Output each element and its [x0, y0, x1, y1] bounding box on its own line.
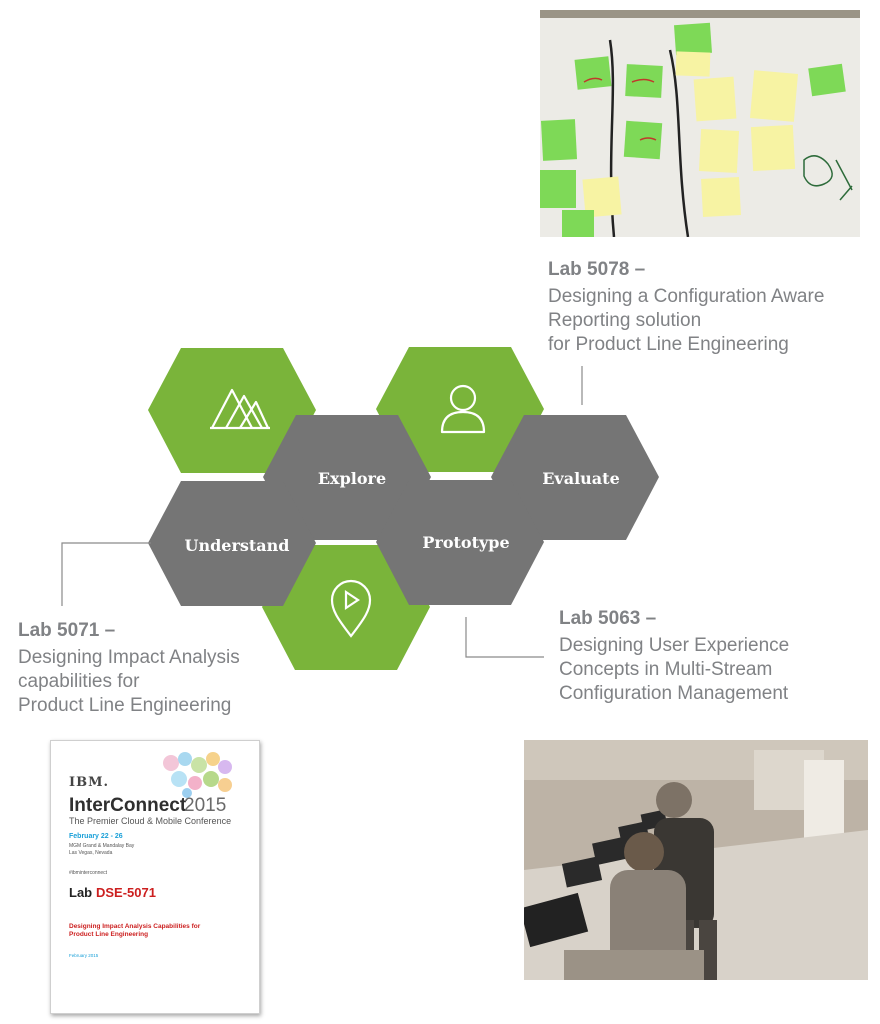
doc-subtitle: The Premier Cloud & Mobile Conference — [69, 816, 232, 826]
lab5063-title: Lab 5063 – — [559, 608, 657, 629]
connector-lab5063 — [465, 617, 544, 658]
conference-logo-graphic — [163, 752, 232, 798]
doc-venue-line1: MGM Grand & Mandalay Bay — [69, 843, 135, 849]
lab5078-description: Designing a Configuration Aware Reportin… — [548, 286, 825, 355]
connector-lab5071 — [61, 542, 151, 606]
hexagon-label-understand: Understand — [185, 536, 290, 555]
hexagon-prototype — [376, 480, 544, 605]
doc-interconnect: InterConnect — [69, 795, 187, 816]
hexagon-evaluate — [491, 415, 659, 540]
hexagon-label-prototype: Prototype — [422, 533, 509, 552]
lab-handout-cover: IBM. InterConnect 2015 The Premier Cloud… — [50, 740, 260, 1014]
hexagon-green-mountains — [148, 348, 316, 473]
doc-date: February 2015 — [69, 953, 99, 958]
doc-lab-code: DSE-5071 — [96, 885, 156, 900]
doc-title-line1: Designing Impact Analysis Capabilities f… — [69, 923, 201, 930]
doc-lab-prefix: Lab — [69, 885, 93, 900]
mountains-icon — [210, 388, 270, 430]
location-pin-icon — [330, 579, 372, 638]
doc-venue-line2: Las Vegas, Nevada — [69, 850, 113, 856]
doc-hashtag: #ibminterconnect — [69, 870, 108, 876]
lab5078-title: Lab 5078 – — [548, 259, 646, 280]
whiteboard-photo — [540, 10, 860, 237]
doc-year: 2015 — [184, 795, 227, 816]
hexagon-understand — [148, 481, 316, 606]
doc-dates: February 22 - 26 — [69, 833, 123, 840]
lab5071-title: Lab 5071 – — [18, 620, 116, 641]
person-icon — [440, 384, 486, 434]
doc-ibm-logo: IBM. — [69, 775, 109, 790]
lab5071-description: Designing Impact Analysis capabilities f… — [18, 647, 240, 716]
hexagon-label-evaluate: Evaluate — [542, 469, 620, 488]
lab5063-description: Designing User Experience Concepts in Mu… — [559, 635, 790, 704]
hexagon-label-explore: Explore — [318, 469, 386, 488]
hexagon-explore — [263, 415, 431, 540]
workshop-photo — [524, 740, 868, 980]
doc-title-line2: Product Line Engineering — [69, 931, 149, 938]
